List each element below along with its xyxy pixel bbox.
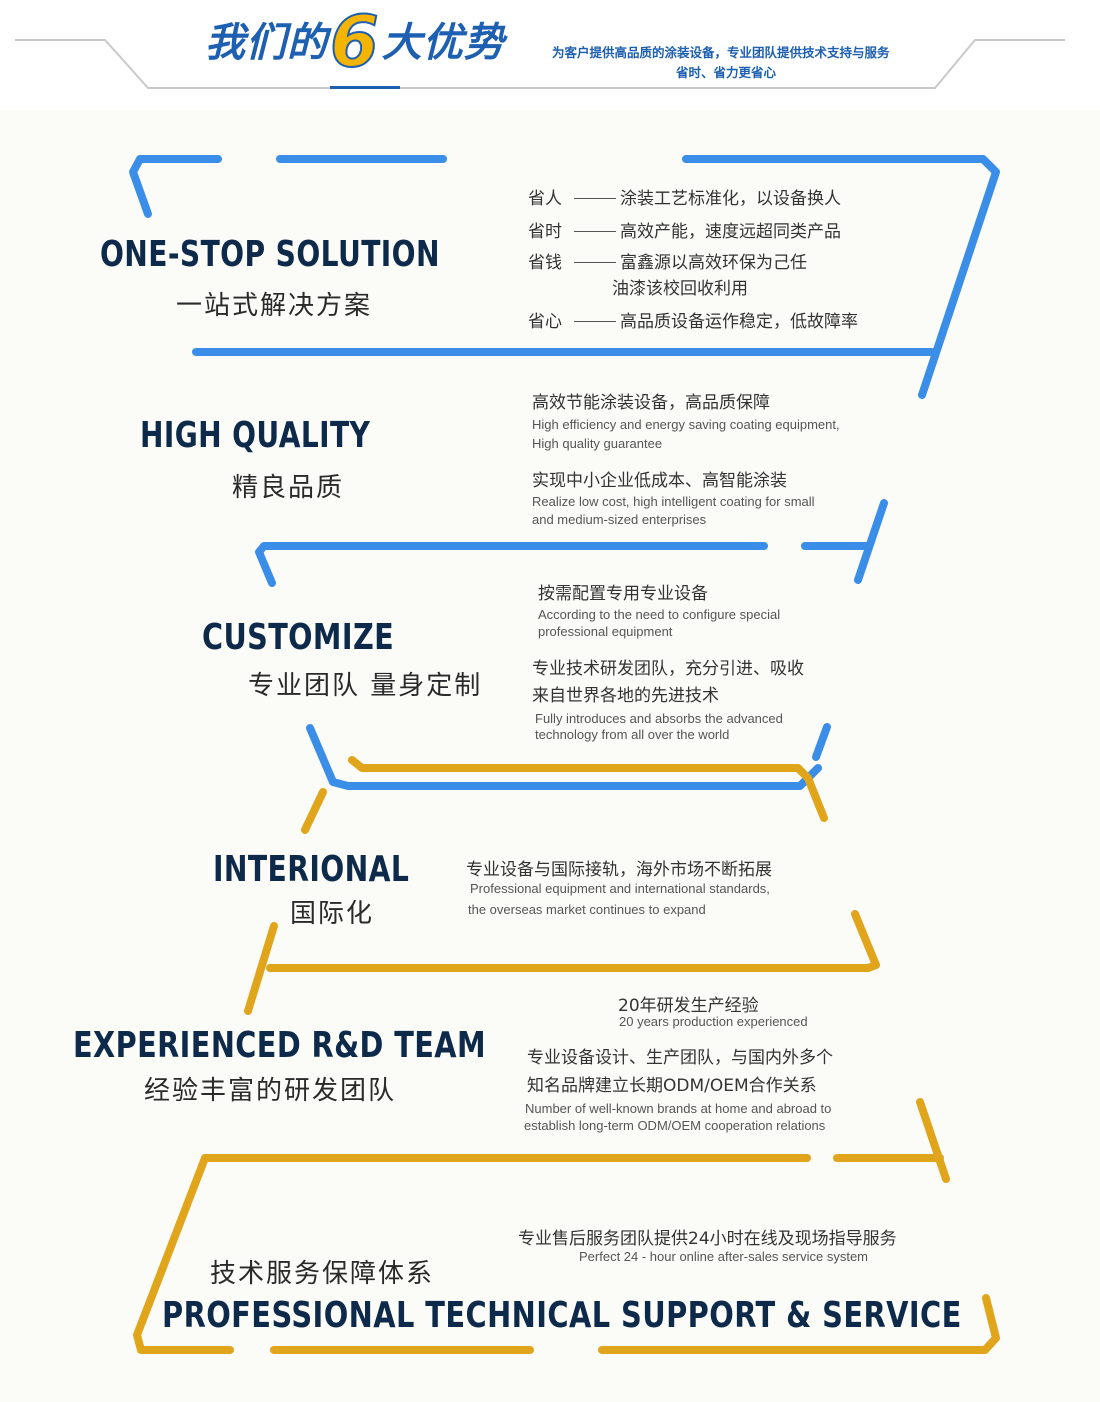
rd-team-p2-en-1: Number of well-known brands at home and … (525, 1101, 832, 1116)
frame-gold (133, 756, 1000, 1354)
header-title-underline (330, 86, 400, 89)
support-p1-en: Perfect 24 - hour online after-sales ser… (579, 1249, 869, 1264)
high-quality-p2-en-2: and medium-sized enterprises (532, 512, 707, 527)
header-subtitle-2: 省时、省力更省心 (676, 65, 777, 80)
header-title: 我们的6大优势 (205, 1, 505, 83)
header-decoration (15, 39, 1065, 89)
support-title-en: PROFESSIONAL TECHNICAL SUPPORT & SERVICE (162, 1295, 962, 1336)
high-quality-p1-en-1: High efficiency and energy saving coatin… (532, 417, 840, 432)
customize-p2-cn-2: 来自世界各地的先进技术 (532, 686, 719, 706)
customize-title-cn: 专业团队 量身定制 (248, 671, 483, 701)
customize-p1-en-1: According to the need to configure speci… (538, 607, 781, 622)
one-stop-item-1: 省人涂装工艺标准化，以设备换人 (528, 189, 841, 209)
customize-p1-en-2: professional equipment (538, 624, 673, 639)
one-stop-item-2: 省时高效产能，速度远超同类产品 (528, 222, 841, 242)
international-title-en: INTERIONAL (213, 849, 410, 890)
international-p1-en-2: the overseas market continues to expand (468, 902, 706, 917)
rd-team-p1-cn: 20年研发生产经验 (618, 996, 759, 1016)
support-title-cn: 技术服务保障体系 (210, 1259, 435, 1289)
rd-team-p2-cn-1: 专业设备设计、生产团队，与国内外多个 (527, 1048, 833, 1068)
rd-team-title-cn: 经验丰富的研发团队 (144, 1076, 397, 1106)
rd-team-p1-en: 20 years production experienced (619, 1014, 808, 1029)
high-quality-title-cn: 精良品质 (232, 473, 345, 503)
rd-team-p2-cn-2: 知名品牌建立长期ODM/OEM合作关系 (527, 1076, 817, 1096)
high-quality-p2-en-1: Realize low cost, high intelligent coati… (532, 494, 815, 509)
one-stop-item-3-cont: 油漆该校回收利用 (612, 279, 748, 299)
rd-team-p2-en-2: establish long-term ODM/OEM cooperation … (524, 1118, 826, 1133)
header-subtitle-1: 为客户提供高品质的涂装设备，专业团队提供技术支持与服务 (552, 45, 890, 60)
customize-p2-en-1: Fully introduces and absorbs the advance… (535, 711, 783, 726)
one-stop-item-4: 省心高品质设备运作稳定，低故障率 (528, 312, 858, 332)
rd-team-title-en: EXPERIENCED R&D TEAM (73, 1025, 486, 1066)
high-quality-p1-cn: 高效节能涂装设备，高品质保障 (532, 393, 770, 413)
high-quality-p1-en-2: High quality guarantee (532, 436, 663, 451)
high-quality-title-en: HIGH QUALITY (140, 415, 371, 456)
international-p1-en-1: Professional equipment and international… (470, 881, 770, 896)
customize-title-en: CUSTOMIZE (202, 617, 395, 658)
one-stop-item-3: 省钱富鑫源以高效环保为己任 (528, 253, 807, 273)
one-stop-title-en: ONE-STOP SOLUTION (100, 234, 440, 275)
header-banner: 我们的6大优势 为客户提供高品质的涂装设备，专业团队提供技术支持与服务 省时、省… (0, 0, 1100, 110)
high-quality-p2-cn: 实现中小企业低成本、高智能涂装 (532, 471, 787, 491)
support-p1-cn: 专业售后服务团队提供24小时在线及现场指导服务 (518, 1229, 897, 1249)
customize-p2-en-2: technology from all over the world (535, 727, 730, 742)
customize-p2-cn-1: 专业技术研发团队，充分引进、吸收 (532, 659, 804, 679)
one-stop-title-cn: 一站式解决方案 (176, 291, 373, 321)
international-title-cn: 国际化 (290, 899, 375, 929)
customize-p1-cn: 按需配置专用专业设备 (538, 584, 708, 604)
international-p1-cn: 专业设备与国际接轨，海外市场不断拓展 (466, 860, 772, 880)
